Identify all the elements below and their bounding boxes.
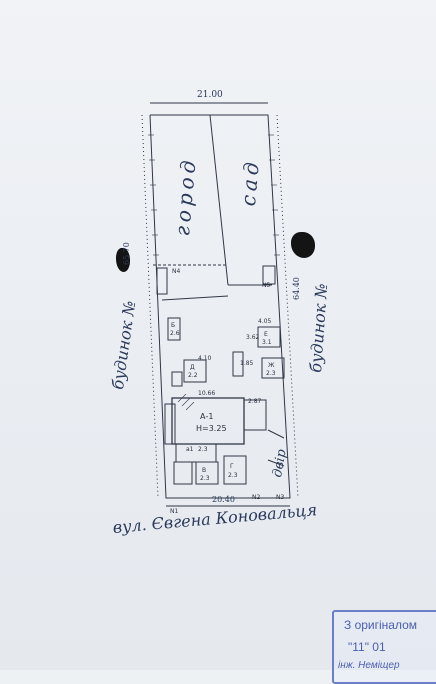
main-house-code: А-1 [200, 412, 214, 421]
room-d-value: 2.2 [188, 372, 198, 379]
dim-5: 1.85 [240, 360, 254, 367]
dim-3: 3.62 [246, 334, 260, 341]
redaction-blot-left [116, 248, 130, 272]
room-v-code: В [202, 467, 207, 474]
dim-2: 4.05 [258, 318, 272, 325]
annex-right [243, 399, 267, 431]
dim-front-width: 20.40 [212, 495, 235, 504]
room-zh-code: Ж [268, 362, 275, 369]
room-g-value: 2.3 [228, 472, 238, 479]
dim-1: 4.10 [198, 355, 212, 362]
room-a1 [175, 443, 217, 463]
main-house-height: Н=3.25 [196, 424, 227, 433]
room-d-code: Д [190, 364, 195, 371]
right-dimension-line [276, 114, 299, 499]
room-b-value: 2.6 [170, 330, 180, 337]
room-v [195, 461, 219, 485]
marker-n2: N2 [252, 494, 261, 501]
building-zh [261, 357, 285, 379]
marker-n4: N4 [172, 268, 181, 275]
certification-stamp: З оригіналом "11" 01 інж. Неміщер [332, 610, 436, 684]
redaction-blot-right [291, 232, 315, 258]
marker-n1: N1 [170, 508, 179, 515]
annex-left [164, 403, 176, 445]
building-d [183, 359, 207, 383]
shed-right-1 [262, 265, 276, 285]
orchard-label: сад [236, 157, 265, 208]
room-a1-value: 2.3 [198, 446, 208, 453]
shed-left-1 [156, 267, 168, 295]
stamp-title: З оригіналом [344, 618, 418, 632]
garden-divider [209, 114, 229, 286]
stamp-signer: інж. Неміщер [338, 660, 400, 671]
room-b-code: Б [171, 322, 176, 329]
left-dimension-line [141, 114, 159, 499]
main-house-width: 10.66 [198, 390, 216, 397]
dim-overall-width: 21.00 [197, 90, 223, 100]
room-e-code: Е [264, 331, 268, 338]
building-b [167, 317, 181, 341]
site-plan-drawing [141, 102, 299, 507]
dim-right-length: 64.40 [292, 277, 301, 300]
stamp-date: "11" 01 [348, 640, 386, 654]
marker-n3: N3 [276, 494, 285, 501]
room-v-value: 2.3 [200, 475, 210, 482]
room-g [223, 455, 247, 485]
room-g-code: Г [230, 463, 234, 470]
building-e [257, 326, 281, 348]
marker-n5: N5 [262, 282, 271, 289]
room-zh-value: 2.3 [266, 370, 276, 377]
dim-4: 2.87 [248, 398, 262, 405]
room-a1-code: а1 [186, 446, 194, 453]
plot-boundary [149, 114, 291, 499]
room-e-value: 3.1 [262, 339, 272, 346]
dim-left-length: 65.70 [122, 242, 131, 265]
